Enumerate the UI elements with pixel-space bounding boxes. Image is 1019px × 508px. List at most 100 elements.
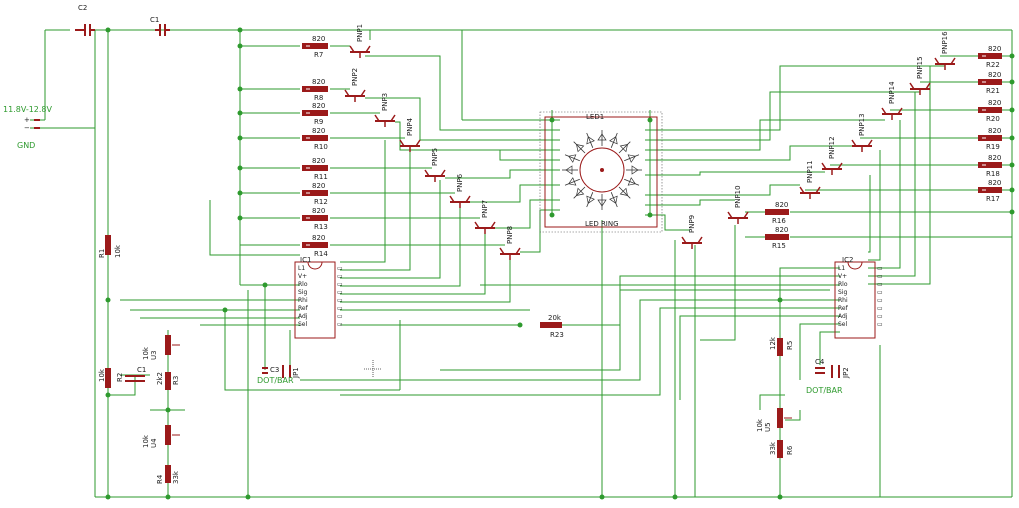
svg-text:U4: U4 (150, 438, 158, 448)
led-diode-icon (568, 177, 577, 186)
right-misc: 12k R5 10k U5 33k R6 (756, 336, 794, 458)
capacitor-c4: C4 (815, 358, 825, 374)
ic-pin-right: ▭ (877, 281, 883, 288)
transistor-pnp14: PNP14 (881, 81, 903, 120)
ic-pin-right: ▭ (877, 321, 883, 328)
gnd-label: GND (17, 141, 35, 150)
transistor-pnp15: PNP15 (909, 56, 931, 95)
led-spoke (618, 141, 631, 154)
svg-text:R23: R23 (550, 331, 564, 339)
resistor-name: R21 (986, 87, 1000, 95)
ic-pin-label: Sel (298, 321, 308, 328)
transistor-label: PNP3 (381, 93, 389, 111)
led-spoke (586, 192, 594, 208)
jumper-jp2: JP2 DOT/BAR (806, 365, 850, 395)
led-spoke (610, 192, 618, 208)
resistor-name: R22 (986, 61, 1000, 69)
ic-pin-right: ▭ (337, 321, 343, 328)
resistor-name: R20 (986, 115, 1000, 123)
led-diode-icon (609, 195, 618, 204)
pin-minus: − (24, 124, 30, 132)
ic1-name: IC1 (300, 256, 311, 264)
ic-pin-right: ▭ (877, 289, 883, 296)
led-diode-icon (565, 165, 573, 175)
svg-text:R2: R2 (116, 373, 124, 382)
transistor-label: PNP14 (888, 81, 896, 104)
led-diode-icon (586, 136, 595, 145)
resistor-name: R13 (314, 223, 328, 231)
ic-pin-right: ▭ (337, 289, 343, 296)
ic-pin-right: ▭ (877, 273, 883, 280)
resistor-value: 820 (775, 201, 788, 209)
resistor-value: 820 (312, 157, 325, 165)
capacitor-c2b: C1 (150, 16, 170, 36)
transistor-label: PNP15 (916, 56, 924, 79)
transistor-label: PNP11 (806, 160, 814, 183)
ic-pin-right: ▭ (337, 265, 343, 272)
resistor-r23: 20k R23 (540, 314, 564, 339)
resistor-value: 820 (988, 154, 1001, 162)
transistor-pnp7: PNP7 (474, 200, 496, 234)
transistor-pnp8: PNP8 (499, 226, 521, 260)
transistor-pnp16: PNP16 (934, 31, 956, 70)
svg-text:33k: 33k (769, 441, 777, 455)
led-spoke (618, 186, 631, 199)
ic-pin-label: V+ (838, 273, 847, 280)
ic-pin-label: Rlo (298, 281, 308, 288)
transistor-pnp4: PNP4 (399, 117, 421, 152)
resistor-value: 820 (988, 127, 1001, 135)
led-diode-icon (627, 154, 636, 163)
transistor-pnp1: PNP1 (349, 24, 371, 58)
transistor-label: PNP8 (506, 226, 514, 244)
svg-text:10k: 10k (142, 434, 150, 448)
svg-text:R6: R6 (786, 445, 794, 455)
wires (30, 29, 1013, 498)
svg-text:10k: 10k (114, 244, 122, 258)
resistor-bank-left: 820R7820R8820R9820R10820R11820R12820R138… (302, 35, 328, 258)
transistor-pnp6: PNP6 (449, 173, 471, 208)
ic-pin-label: Ref (838, 305, 849, 312)
transistor-pnp9: PNP9 (681, 215, 703, 249)
ic-pin-label: Sel (838, 321, 848, 328)
transistor-pnp13: PNP13 (851, 113, 873, 152)
transistor-pnp12: PNP12 (821, 136, 843, 175)
transistor-label: PNP16 (941, 31, 949, 54)
junctions (105, 27, 1015, 500)
transistor-label: PNP7 (481, 200, 489, 218)
led-spoke (610, 132, 618, 148)
led-diode-icon (576, 144, 585, 153)
power-input: 11.8V-12.8V GND + − (3, 105, 53, 150)
ic-pin-label: Rhi (298, 297, 308, 304)
led-spoke (573, 186, 586, 199)
transistor-pnp3: PNP3 (374, 93, 396, 127)
ic-pin-right: ▭ (877, 305, 883, 312)
resistor-value: 820 (312, 207, 325, 215)
led-spoke (624, 154, 640, 162)
svg-text:JP2: JP2 (842, 367, 850, 379)
ic-pin-label: V+ (298, 273, 307, 280)
transistor-label: PNP10 (734, 185, 742, 208)
ic2-name: IC2 (842, 256, 853, 264)
svg-text:C4: C4 (815, 358, 825, 366)
ic1: IC1 L1▭V+▭Rlo▭Sig▭Rhi▭Ref▭Adj▭Sel▭ (294, 256, 343, 339)
svg-text:R4: R4 (156, 474, 164, 484)
svg-text:C1: C1 (137, 366, 146, 374)
resistor-name: R12 (314, 198, 328, 206)
svg-text:R5: R5 (786, 341, 794, 350)
ic-pin-label: Adj (298, 313, 308, 320)
resistor-name: R19 (986, 143, 1000, 151)
resistor-value: 820 (988, 71, 1001, 79)
svg-text:R3: R3 (172, 376, 180, 385)
